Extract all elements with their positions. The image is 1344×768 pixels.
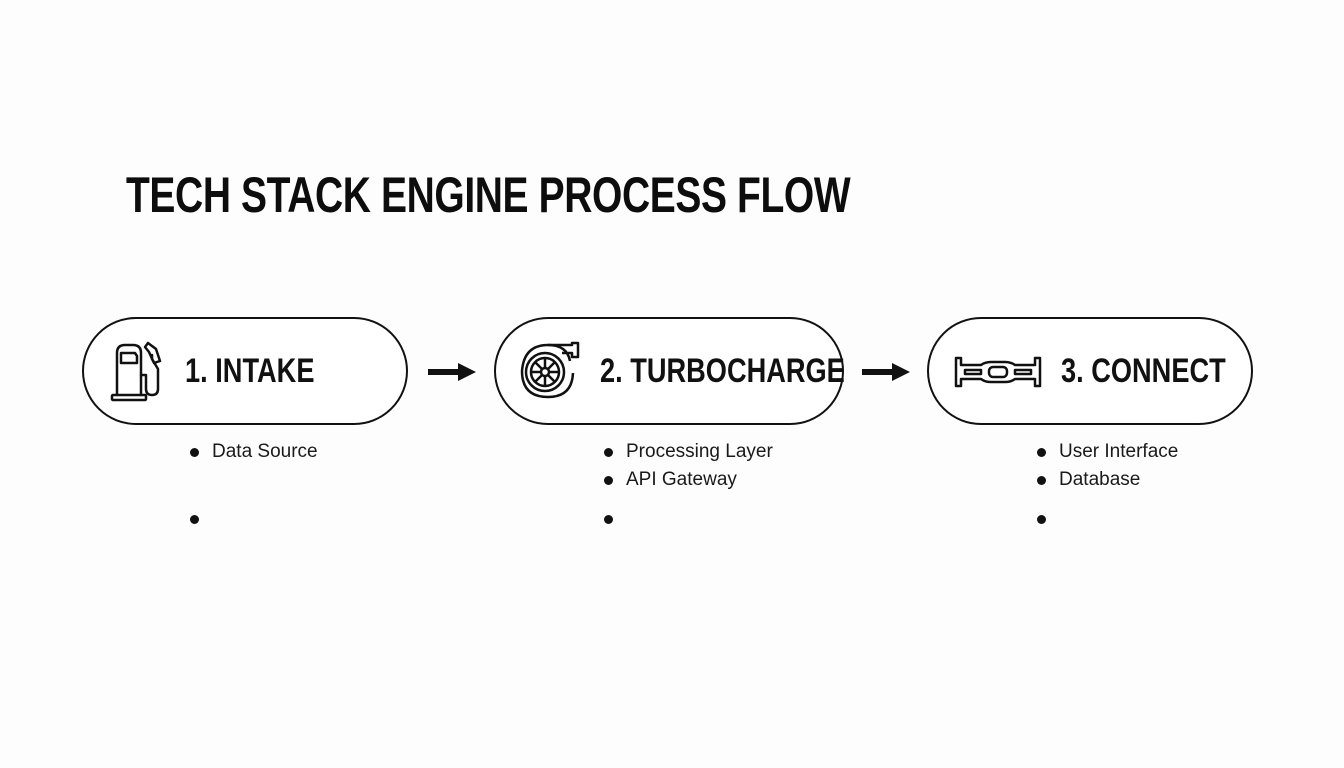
list-item: Processing Layer: [604, 438, 773, 466]
list-item: User Interface: [1037, 438, 1178, 466]
step-details-intake: Data Source: [190, 438, 318, 533]
list-item: API Gateway: [604, 466, 773, 494]
list-item: [1037, 505, 1178, 533]
list-item: Database: [1037, 466, 1178, 494]
diagram-title: TECH STACK ENGINE PROCESS FLOW: [126, 167, 851, 223]
step-connect: 3. CONNECT: [927, 317, 1253, 425]
step-intake: 1. INTAKE: [82, 317, 408, 425]
step-details-connect: User Interface Database: [1037, 438, 1178, 533]
arrow-right-icon: [862, 363, 910, 381]
step-turbocharge: 2. TURBOCHARGE: [494, 317, 845, 425]
connecting-rod-icon: [954, 356, 1042, 388]
list-item: [604, 505, 773, 533]
step-label: 2. TURBOCHARGE: [600, 351, 845, 390]
step-details-turbocharge: Processing Layer API Gateway: [604, 438, 773, 533]
fuel-pump-icon: [110, 341, 162, 402]
arrow-right-icon: [428, 363, 476, 381]
turbocharger-icon: [520, 341, 580, 399]
step-label: 1. INTAKE: [185, 351, 315, 390]
list-item: Data Source: [190, 438, 318, 466]
step-label: 3. CONNECT: [1061, 351, 1226, 390]
list-item: [190, 505, 318, 533]
